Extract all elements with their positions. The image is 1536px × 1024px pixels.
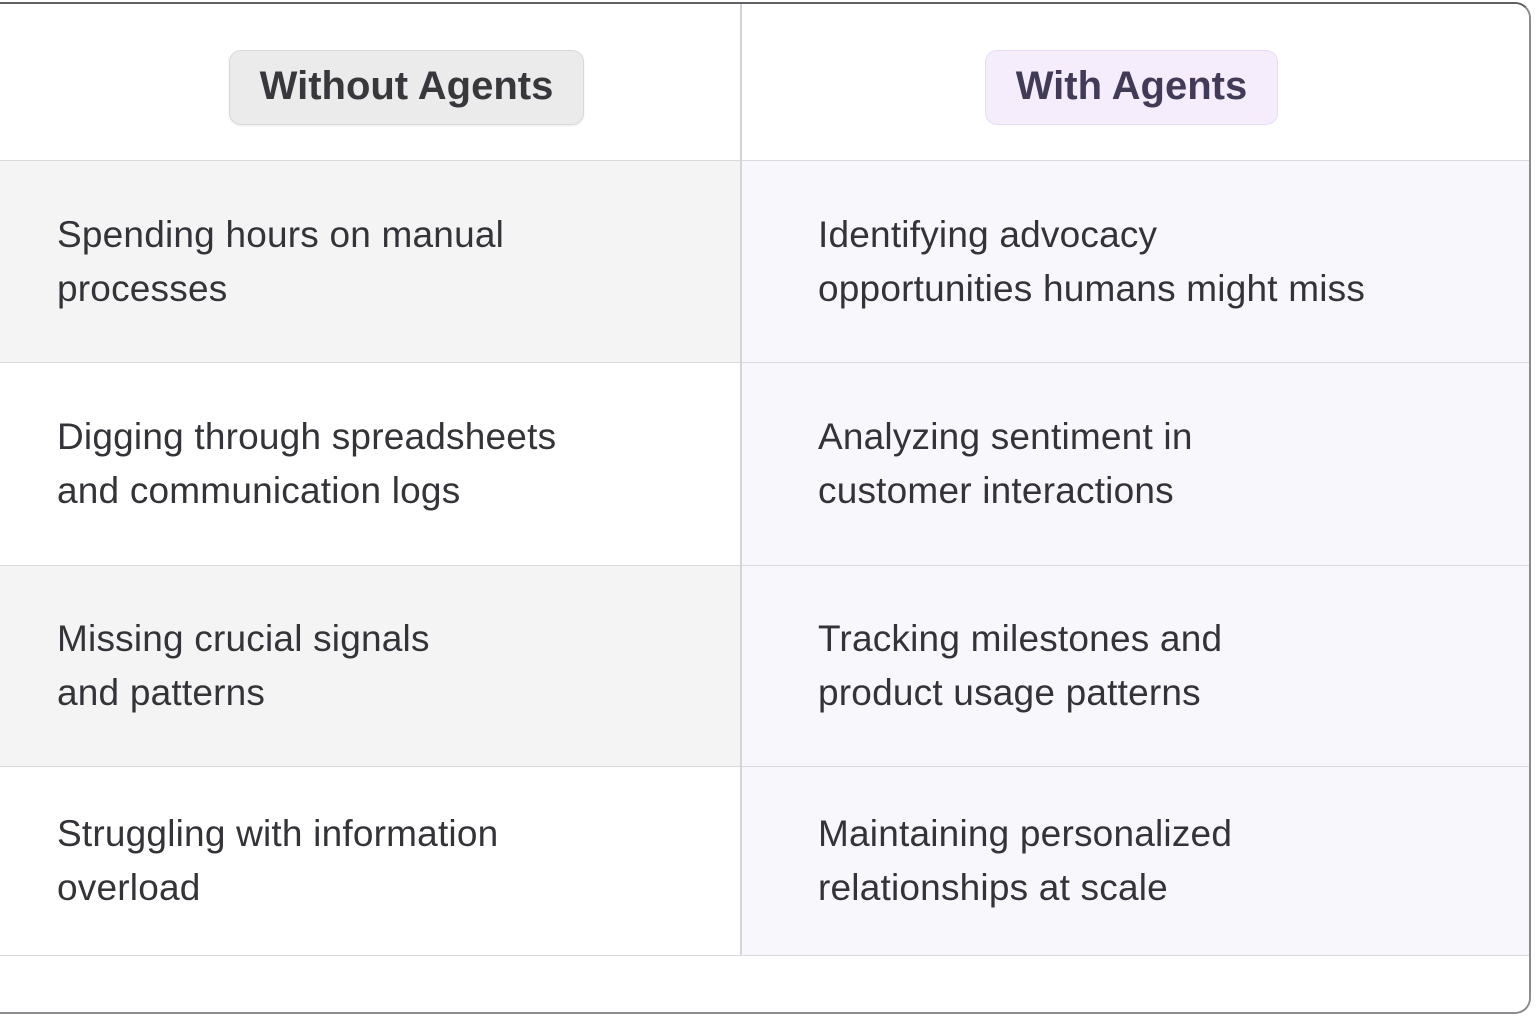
text-line: customer interactions bbox=[818, 470, 1174, 511]
text-line: relationships at scale bbox=[818, 867, 1168, 908]
without-agents-text: Missing crucial signals and patterns bbox=[57, 612, 430, 720]
without-agents-cell: Struggling with information overload bbox=[0, 767, 742, 955]
text-line: product usage patterns bbox=[818, 672, 1201, 713]
text-line: opportunities humans might miss bbox=[818, 267, 1366, 309]
with-agents-cell: Maintaining personalized relationships a… bbox=[742, 767, 1529, 955]
without-agents-text: Digging through spreadsheets and communi… bbox=[57, 410, 556, 518]
with-agents-cell: Identifying advocacy opportunities human… bbox=[742, 161, 1529, 362]
text-line: Digging through spreadsheets bbox=[57, 416, 557, 457]
table-footer bbox=[0, 956, 1529, 1012]
without-agents-cell: Spending hours on manual processes bbox=[0, 161, 742, 362]
without-agents-text: Spending hours on manual processes bbox=[57, 208, 504, 316]
table-row: Missing crucial signals and patterns Tra… bbox=[0, 566, 1529, 767]
with-agents-text: Analyzing sentiment in customer interact… bbox=[818, 410, 1193, 518]
table-row: Digging through spreadsheets and communi… bbox=[0, 363, 1529, 566]
with-agents-header-badge: With Agents bbox=[984, 49, 1279, 125]
text-line: and communication logs bbox=[57, 470, 461, 511]
with-agents-cell: Tracking milestones and product usage pa… bbox=[742, 566, 1529, 766]
text-line: Identifying advocacy bbox=[818, 213, 1158, 255]
with-agents-header-cell: With Agents bbox=[742, 4, 1529, 160]
text-line: Tracking milestones and bbox=[818, 618, 1223, 659]
table-header-row: Without Agents With Agents bbox=[0, 4, 1529, 161]
without-agents-header-badge: Without Agents bbox=[228, 49, 585, 125]
without-agents-cell: Missing crucial signals and patterns bbox=[0, 566, 742, 766]
with-agents-text: Tracking milestones and product usage pa… bbox=[818, 612, 1222, 720]
with-agents-text: Identifying advocacy opportunities human… bbox=[818, 208, 1365, 316]
text-line: and patterns bbox=[57, 672, 266, 713]
table-row: Spending hours on manual processes Ident… bbox=[0, 161, 1529, 363]
without-agents-header-cell: Without Agents bbox=[0, 4, 742, 160]
text-line: Maintaining personalized bbox=[818, 813, 1233, 854]
text-line: Spending hours on manual bbox=[57, 213, 505, 255]
text-line: Missing crucial signals bbox=[57, 618, 430, 659]
without-agents-cell: Digging through spreadsheets and communi… bbox=[0, 363, 742, 565]
text-line: overload bbox=[57, 867, 201, 908]
table-row: Struggling with information overload Mai… bbox=[0, 767, 1529, 956]
text-line: Analyzing sentiment in bbox=[818, 416, 1193, 457]
with-agents-cell: Analyzing sentiment in customer interact… bbox=[742, 363, 1529, 565]
text-line: processes bbox=[57, 267, 228, 309]
without-agents-text: Struggling with information overload bbox=[57, 807, 498, 915]
text-line: Struggling with information bbox=[57, 813, 499, 854]
with-agents-text: Maintaining personalized relationships a… bbox=[818, 807, 1232, 915]
